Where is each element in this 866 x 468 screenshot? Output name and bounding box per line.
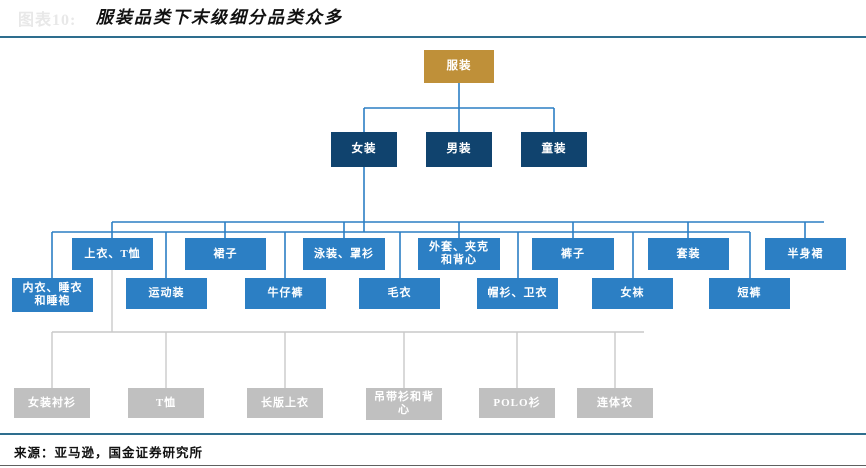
node-womenswear[interactable]: 女装 [331,132,397,167]
figure-header: 图表10: 服装品类下末级细分品类众多 [0,0,866,37]
figure-footer: 来源：亚马逊，国金证券研究所 [0,435,866,466]
node-coats-jackets-vests[interactable]: 外套、夹克和背心 [418,238,500,270]
node-activewear[interactable]: 运动装 [126,278,207,309]
node-root-apparel[interactable]: 服装 [424,50,494,83]
footer-divider [0,433,866,435]
node-sweaters[interactable]: 毛衣 [359,278,440,309]
node-tshirt[interactable]: T恤 [128,388,204,418]
connector-layer [51,83,824,388]
node-underwear-sleepwear-robes[interactable]: 内衣、睡衣和睡袍 [12,278,93,312]
node-kidswear[interactable]: 童装 [521,132,587,167]
page-title: 服装品类下末级细分品类众多 [96,8,343,27]
node-bodysuits[interactable]: 连体衣 [577,388,653,418]
node-skirts[interactable]: 半身裙 [765,238,846,270]
node-swimwear-coverups[interactable]: 泳装、罩衫 [303,238,385,270]
node-jeans[interactable]: 牛仔裤 [245,278,326,309]
node-suits[interactable]: 套装 [648,238,729,270]
gray-connectors [51,270,644,388]
node-hoodies-sweatshirts[interactable]: 帽衫、卫衣 [477,278,558,309]
org-chart-canvas: 服装 女装 男装 童装 上衣、T恤 裙子 泳装、罩衫 外套、夹克和背心 裤子 套… [0,38,866,433]
node-trousers[interactable]: 裤子 [532,238,614,270]
node-polo-shirts[interactable]: POLO衫 [479,388,555,418]
blue-connectors [51,83,824,278]
node-tops-tshirts[interactable]: 上衣、T恤 [72,238,153,270]
figure-number-label: 图表10: [18,12,77,29]
node-menswear[interactable]: 男装 [426,132,492,167]
header-divider [0,36,866,38]
node-tunics[interactable]: 长版上衣 [247,388,323,418]
node-camisoles-tanks[interactable]: 吊带衫和背心 [366,388,442,420]
node-hosiery[interactable]: 女袜 [592,278,673,309]
node-shorts[interactable]: 短裤 [709,278,790,309]
node-dresses[interactable]: 裙子 [185,238,266,270]
source-note: 来源：亚马逊，国金证券研究所 [14,446,204,460]
node-womens-blouses[interactable]: 女装衬衫 [14,388,90,418]
